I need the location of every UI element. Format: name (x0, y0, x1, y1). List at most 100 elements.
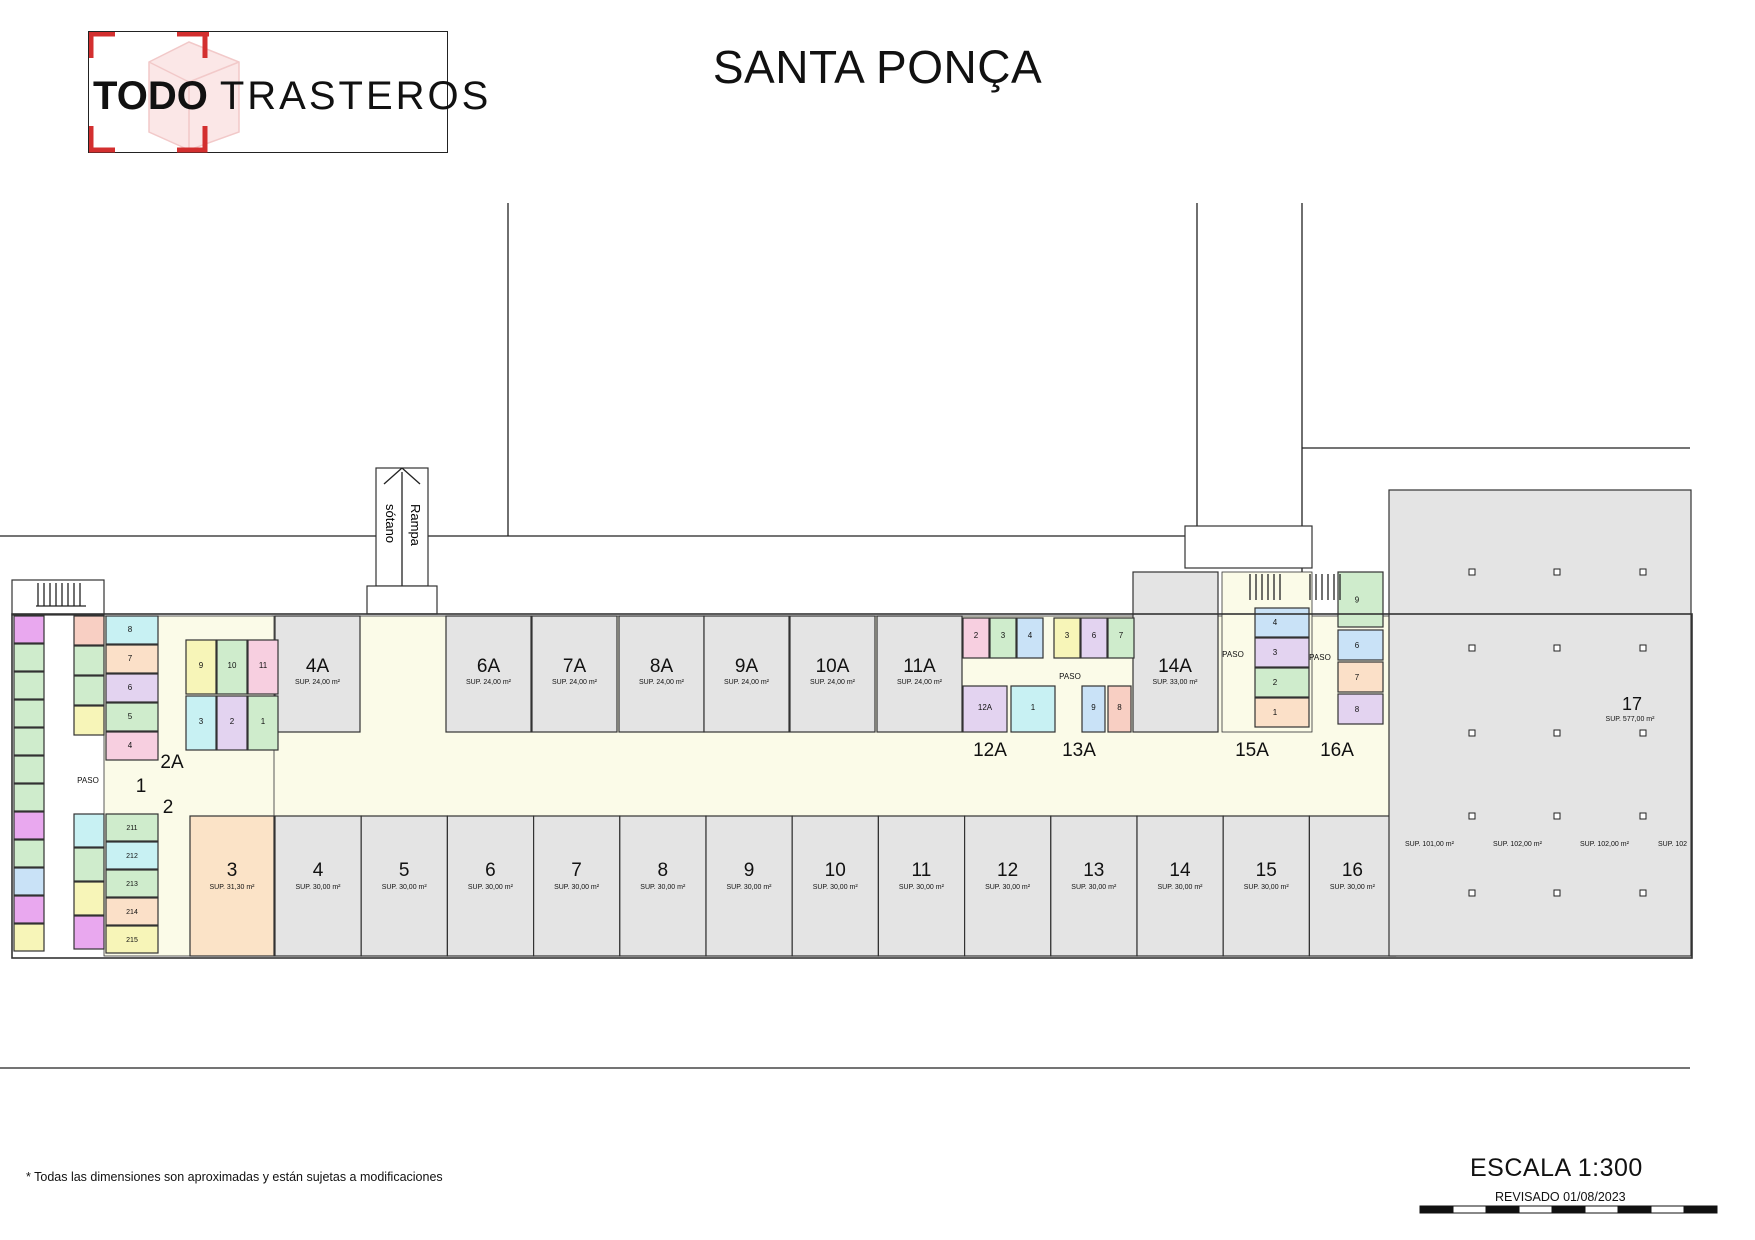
locker-label: 4 (128, 741, 133, 750)
locker-label: 1 (1273, 708, 1278, 717)
locker-strip-left (13, 671, 45, 700)
structural-column (1639, 568, 1647, 576)
unit-label-top: 11A (903, 656, 936, 677)
locker-strip-mid-top (73, 675, 105, 706)
locker-15 (1254, 637, 1310, 668)
unit-label-bottom: 9 (744, 860, 755, 881)
structural-column (1639, 889, 1647, 897)
locker-label: 2 (230, 717, 235, 726)
unit-label-top: 10A (816, 656, 850, 677)
unit-bottom-15 (1222, 815, 1310, 957)
locker-left-top (105, 644, 159, 674)
structural-column (1639, 644, 1647, 652)
unit-label-top: 4A (306, 656, 330, 677)
unit-label-top: 14A (1158, 656, 1192, 677)
site-context-lines (0, 203, 1690, 1069)
locker-16 (1337, 693, 1384, 725)
unit-label-bottom: 16 (1342, 860, 1363, 881)
locker-label: 6 (1355, 641, 1360, 650)
locker-label: 9 (199, 661, 204, 670)
locker-strip-mid-bottom (73, 847, 105, 882)
locker-strip-mid-top (73, 615, 105, 646)
locker-strip-left (13, 839, 45, 868)
structural-column (1468, 812, 1476, 820)
locker-12-13-top (962, 617, 990, 659)
unit-label-bottom: 13 (1083, 860, 1104, 881)
building-outline (11, 613, 1693, 959)
locker-12-13-bottom (1010, 685, 1056, 733)
locker-label: 2 (1273, 678, 1278, 687)
unit-17-subarea: SUP. 102,00 m² (1493, 841, 1543, 848)
unit-17-subarea: SUP. 102,00 m² (1580, 841, 1630, 848)
zone-label: 16A (1320, 740, 1354, 761)
locker-strip-left (13, 923, 45, 952)
page-title: SANTA PONÇA (712, 41, 1043, 93)
unit-top-11A (876, 615, 963, 733)
scale-bar-segment (1617, 1205, 1652, 1214)
locker-label: 3 (1273, 648, 1278, 657)
unit-label-top: 7A (563, 656, 587, 677)
logo-box-graphic (89, 32, 240, 153)
unit-area-bottom: SUP. 30,00 m² (985, 884, 1031, 891)
locker-12-13-top (1016, 617, 1044, 659)
locker-12-13-bottom (1107, 685, 1132, 733)
scale-bar-segment (1485, 1205, 1520, 1214)
unit-area-bottom: SUP. 30,00 m² (1330, 884, 1376, 891)
unit-area-bottom: SUP. 30,00 m² (813, 884, 859, 891)
scale-bar-segment (1683, 1205, 1718, 1214)
structural-column (1468, 644, 1476, 652)
locker-label: 4 (1273, 618, 1278, 627)
unit-bottom-7 (532, 815, 621, 957)
zone-label: 2A (160, 752, 184, 773)
logo-word-todo: TODO (93, 74, 208, 118)
locker-strip-left (13, 643, 45, 672)
unit-label-bottom: 4 (313, 860, 324, 881)
locker-strip-mid-bottom (73, 813, 105, 848)
structural-column (1553, 568, 1561, 576)
revised-date: REVISADO 01/08/2023 (1495, 1190, 1626, 1204)
scale-bar-segment (1452, 1205, 1487, 1214)
locker-label: 3 (1001, 631, 1006, 640)
zone-label: 2 (163, 797, 174, 818)
ramp-label-line2: sótano (383, 504, 398, 543)
ramp-arrow-left (383, 467, 403, 485)
locker-label: 9 (1091, 703, 1096, 712)
stair-left-outline (11, 579, 105, 616)
unit-area-bottom: SUP. 30,00 m² (554, 884, 600, 891)
scale-bar-segment (1419, 1205, 1454, 1214)
locker-12-13-bottom (962, 685, 1008, 733)
locker-label: 7 (128, 654, 133, 663)
structural-column (1639, 729, 1647, 737)
unit-top-8A (618, 615, 705, 733)
unit-top-14A (1132, 571, 1219, 733)
zone-label: 12A (973, 740, 1007, 761)
locker-2a-bottom (247, 695, 279, 751)
ramp-label-line1: Rampa (408, 504, 423, 547)
unit-bottom-13 (1050, 815, 1138, 957)
unit-area-top: SUP. 24,00 m² (639, 679, 685, 686)
unit-top-10A (789, 615, 876, 733)
locker-strip-left (13, 727, 45, 756)
locker-2a-top (216, 639, 248, 695)
locker-strip-left (13, 699, 45, 728)
locker-label: 215 (126, 937, 138, 944)
locker-label: 7 (1355, 673, 1360, 682)
room-fills (13, 489, 1692, 957)
unit-top-9A (703, 615, 790, 733)
scale-label: ESCALA 1:300 (1470, 1154, 1643, 1182)
locker-label: 7 (1119, 631, 1124, 640)
unit-17-label: 17 (1622, 694, 1642, 714)
ramp-base (366, 585, 438, 615)
locker-15 (1254, 667, 1310, 698)
locker-label: 12A (978, 703, 993, 712)
locker-2a-bottom (185, 695, 217, 751)
locker-12-13-top (1080, 617, 1108, 659)
unit-label-bottom: 10 (825, 860, 846, 881)
locker-label: 3 (199, 717, 204, 726)
unit-label-bottom: 11 (912, 860, 932, 881)
unit-area-top: SUP. 24,00 m² (552, 679, 598, 686)
unit-17-subarea: SUP. 101,00 m² (1405, 841, 1455, 848)
structural-column (1468, 729, 1476, 737)
unit-label-top: 9A (735, 656, 759, 677)
